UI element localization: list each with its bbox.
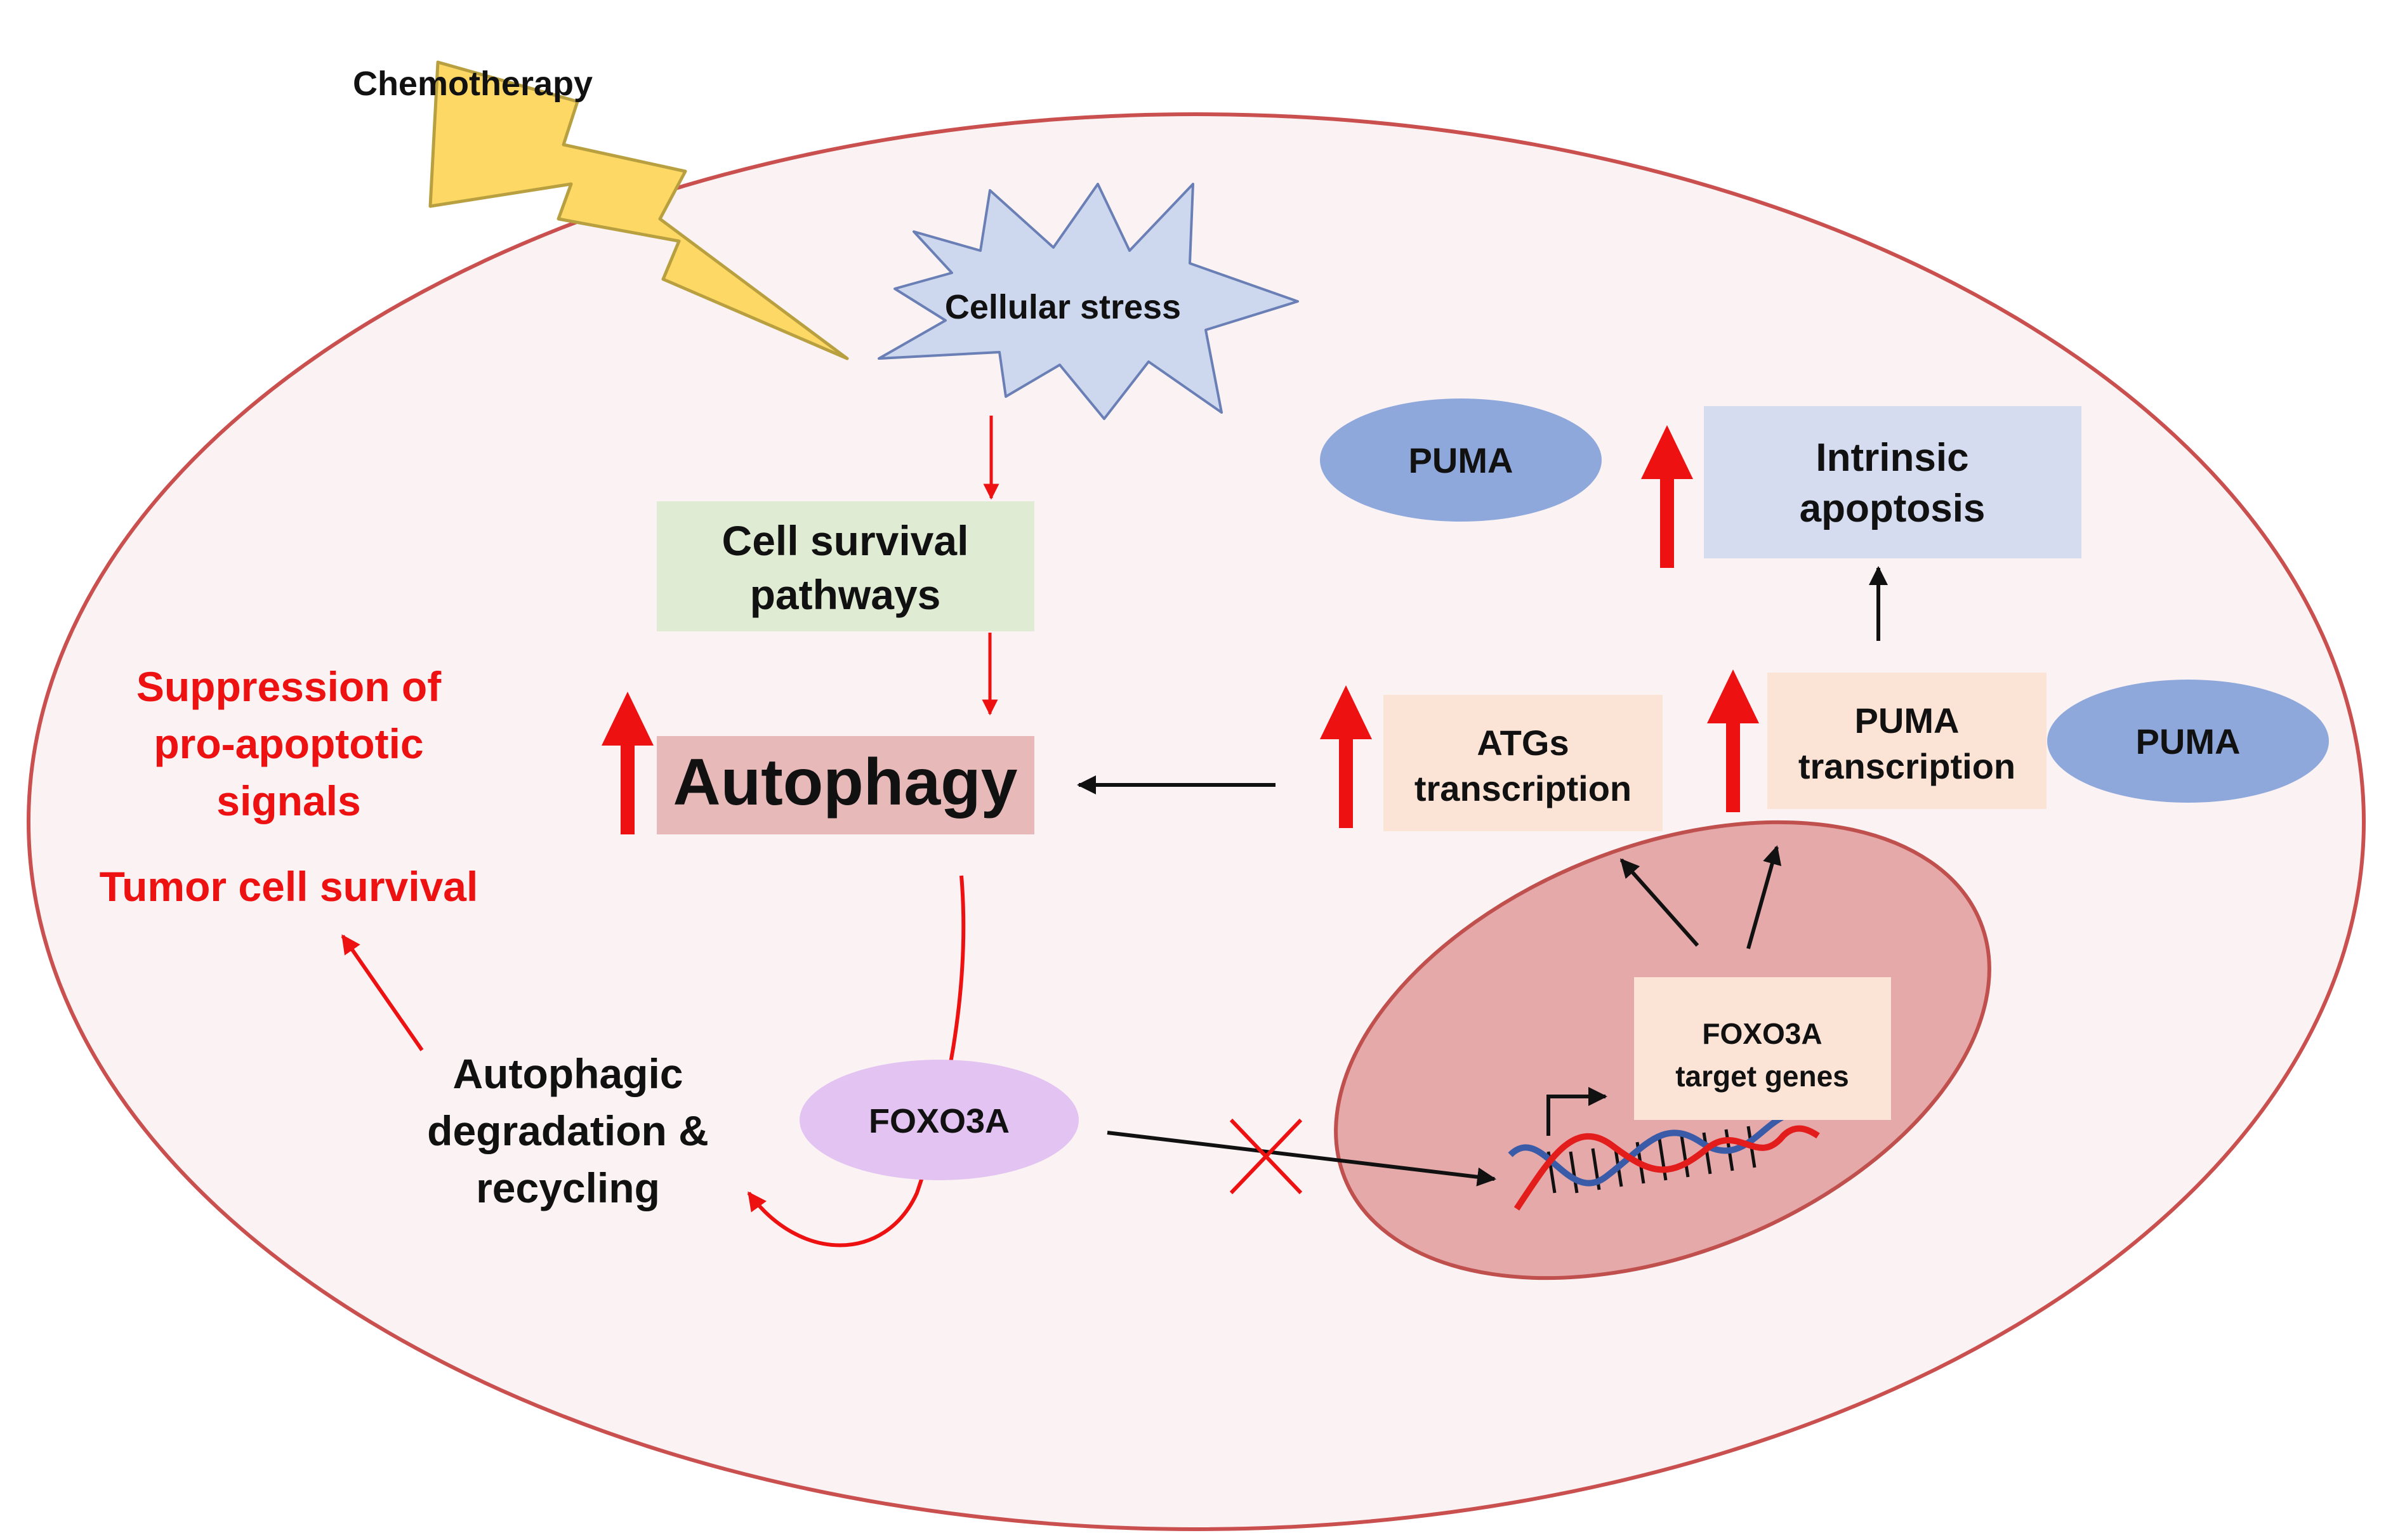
puma-ellipse-right (2047, 680, 2329, 803)
puma-top-label: PUMA (1409, 440, 1513, 480)
blocked-cross-icon (1229, 1118, 1303, 1195)
arrow-foxo3a-to-dna (1107, 1131, 1496, 1187)
lightning-bolt-icon (428, 60, 849, 360)
foxo3a-label: FOXO3A (869, 1102, 1010, 1140)
puma-transcription-box (1767, 673, 2047, 809)
cell-survival-pathways-box (657, 501, 1034, 631)
suppression-label-line1: Suppression of (136, 663, 442, 710)
degradation-label-line1: Autophagic (453, 1050, 683, 1097)
puma-ellipse-top (1320, 398, 1602, 522)
cellular-stress-label: Cellular stress (945, 288, 1181, 326)
atgs-transcription-box (1383, 695, 1663, 831)
suppression-label-line3: signals (216, 777, 360, 824)
puma-transcription-label-line1: PUMA (1855, 701, 1960, 740)
autophagy-box (657, 736, 1034, 834)
puma-transcription-label-line2: transcription (1798, 746, 2015, 786)
chemotherapy-label: Chemotherapy (353, 65, 593, 103)
suppression-label-line2: pro-apoptotic (154, 720, 423, 767)
arrow-autophagy-to-degradation (747, 875, 966, 1247)
tumor-survival-label: Tumor cell survival (100, 863, 478, 910)
dna-helix-icon (1508, 1077, 1820, 1211)
atgs-label-line1: ATGs (1477, 723, 1569, 763)
increase-arrow-atgs-icon (1320, 685, 1372, 828)
intrinsic-label-line2: apoptosis (1800, 487, 1986, 530)
arrow-target-to-atgs (1619, 858, 1699, 947)
puma-right-label: PUMA (2136, 721, 2241, 761)
foxo3a-ellipse (800, 1060, 1079, 1180)
transcription-start-icon (1546, 1087, 1607, 1136)
increase-arrow-autophagy-icon (602, 692, 654, 834)
cell-survival-label-line1: Cell survival (722, 517, 969, 564)
degradation-label-line2: degradation & (427, 1107, 709, 1154)
increase-arrow-puma-transcription-icon (1707, 669, 1759, 812)
target-genes-label-line1: FOXO3A (1702, 1017, 1822, 1050)
cellular-stress-burst-icon (878, 183, 1299, 420)
arrow-degradation-to-tumor-survival (341, 934, 424, 1051)
arrow-target-to-puma-transcription (1746, 845, 1782, 949)
target-genes-label-line2: target genes (1675, 1060, 1849, 1093)
autophagy-label: Autophagy (673, 746, 1017, 819)
intrinsic-label-line1: Intrinsic (1816, 436, 1968, 480)
cell-survival-label-line2: pathways (750, 571, 941, 618)
increase-arrow-intrinsic-icon (1641, 425, 1693, 568)
atgs-label-line2: transcription (1414, 768, 1632, 808)
intrinsic-apoptosis-box (1704, 406, 2081, 558)
degradation-label-line3: recycling (476, 1164, 660, 1211)
foxo3a-target-genes-box (1634, 977, 1891, 1120)
